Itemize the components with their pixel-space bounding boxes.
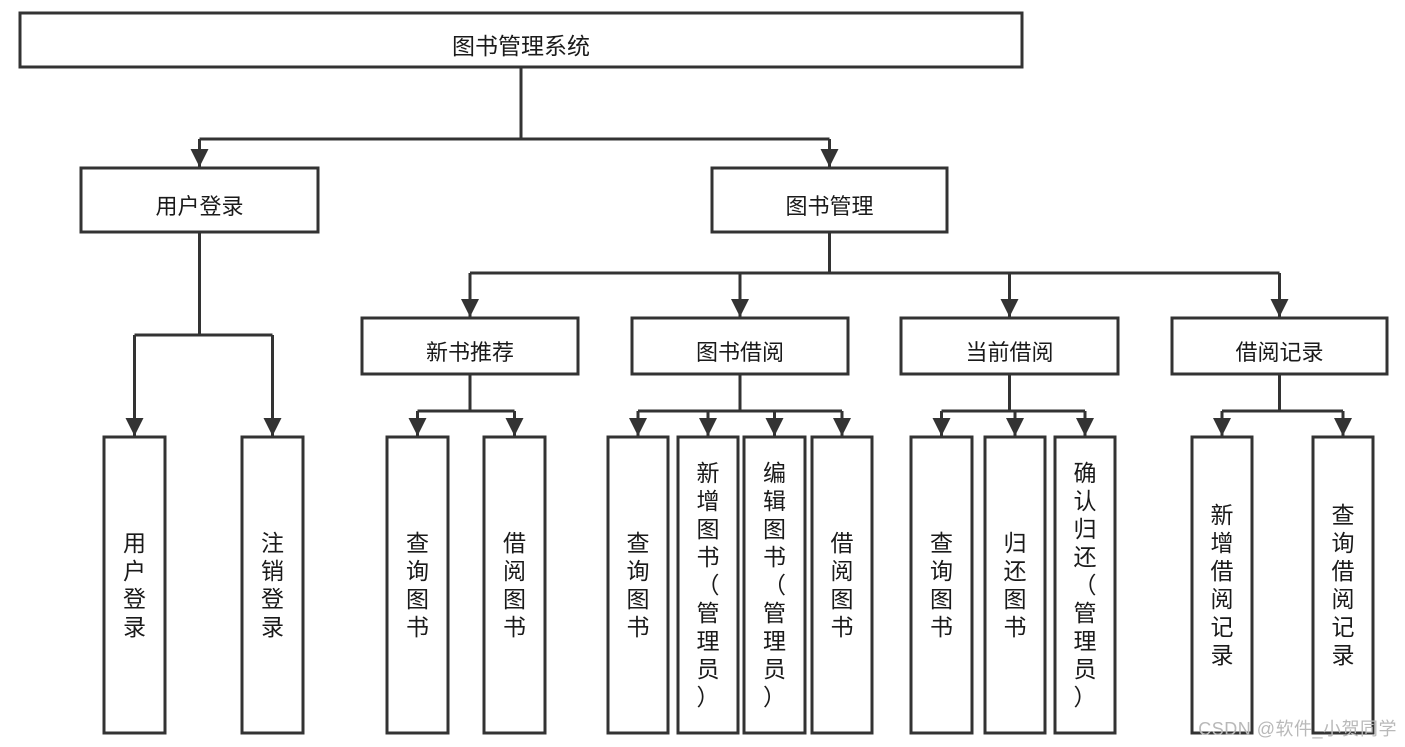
arrow-head-icon [765, 418, 784, 436]
node-leaf-query-record-box[interactable] [1311, 435, 1375, 735]
node-leaf-edit-book-box[interactable] [742, 435, 807, 735]
node-root-system-box[interactable] [18, 11, 1024, 69]
arrow-head-icon [505, 418, 524, 436]
node-leaf-add-book-label: 新增图书（管理员） [697, 460, 720, 710]
node-book-management-label: 图书管理 [785, 194, 873, 219]
node-book-management-box[interactable] [710, 166, 949, 234]
node-leaf-edit-book-label: 编辑图书（管理员） [763, 460, 786, 710]
node-leaf-query-book-2-label: 查询图书 [627, 530, 650, 640]
node-leaf-query-record-label: 查询借阅记录 [1332, 502, 1355, 668]
nodes-layer: 图书管理系统用户登录图书管理新书推荐图书借阅当前借阅借阅记录用户登录注销登录查询… [18, 11, 1389, 735]
connectors-layer [125, 67, 1352, 436]
node-leaf-confirm-return-label: 确认归还（管理员） [1074, 460, 1097, 710]
node-leaf-borrow-book-1[interactable]: 借阅图书 [482, 435, 547, 735]
node-leaf-query-book-1-box[interactable] [385, 435, 450, 735]
arrow-head-icon [190, 149, 209, 167]
arrow-head-icon [461, 299, 479, 317]
node-leaf-return-book[interactable]: 归还图书 [983, 435, 1047, 735]
node-leaf-borrow-book-1-box[interactable] [482, 435, 547, 735]
node-leaf-borrow-book-1-label: 借阅图书 [503, 530, 526, 640]
node-leaf-borrow-book-2-label: 借阅图书 [831, 530, 854, 640]
arrow-head-icon [1334, 418, 1352, 436]
node-root-system-label: 图书管理系统 [452, 33, 590, 59]
node-book-borrow[interactable]: 图书借阅 [630, 316, 850, 376]
node-leaf-user-login-label: 用户登录 [123, 530, 146, 640]
node-current-borrow[interactable]: 当前借阅 [899, 316, 1120, 376]
node-new-book-recommend[interactable]: 新书推荐 [360, 316, 580, 376]
node-current-borrow-box[interactable] [899, 316, 1120, 376]
node-leaf-borrow-book-2[interactable]: 借阅图书 [810, 435, 874, 735]
node-leaf-add-record[interactable]: 新增借阅记录 [1190, 435, 1254, 735]
arrow-head-icon [820, 149, 839, 167]
node-leaf-add-book-box[interactable] [676, 435, 740, 735]
arrow-head-icon [1000, 299, 1019, 317]
node-user-login[interactable]: 用户登录 [79, 166, 320, 234]
node-leaf-user-login[interactable]: 用户登录 [102, 435, 167, 735]
node-borrow-record-label: 借阅记录 [1235, 340, 1323, 365]
arrow-head-icon [1006, 418, 1024, 436]
node-leaf-query-book-3-box[interactable] [909, 435, 974, 735]
node-leaf-query-book-2-box[interactable] [606, 435, 670, 735]
arrow-head-icon [263, 418, 282, 436]
node-current-borrow-label: 当前借阅 [965, 340, 1053, 365]
node-leaf-add-record-box[interactable] [1190, 435, 1254, 735]
arrow-head-icon [731, 299, 749, 317]
node-book-management[interactable]: 图书管理 [710, 166, 949, 234]
node-new-book-recommend-label: 新书推荐 [426, 340, 514, 365]
node-leaf-user-login-box[interactable] [102, 435, 167, 735]
node-root-system[interactable]: 图书管理系统 [18, 11, 1024, 69]
node-leaf-return-book-box[interactable] [983, 435, 1047, 735]
node-leaf-confirm-return[interactable]: 确认归还（管理员） [1053, 435, 1117, 735]
node-leaf-user-logout-box[interactable] [240, 435, 305, 735]
node-user-login-box[interactable] [79, 166, 320, 234]
node-leaf-user-logout[interactable]: 注销登录 [240, 435, 305, 735]
arrow-head-icon [1076, 418, 1094, 436]
node-new-book-recommend-box[interactable] [360, 316, 580, 376]
arrow-head-icon [932, 418, 951, 436]
arrow-head-icon [408, 418, 427, 436]
arrow-head-icon [629, 418, 647, 436]
node-leaf-user-logout-label: 注销登录 [261, 530, 284, 640]
node-borrow-record-box[interactable] [1170, 316, 1389, 376]
node-leaf-query-book-1[interactable]: 查询图书 [385, 435, 450, 735]
node-leaf-confirm-return-box[interactable] [1053, 435, 1117, 735]
node-leaf-return-book-label: 归还图书 [1004, 530, 1027, 640]
arrow-head-icon [1213, 418, 1231, 436]
node-borrow-record[interactable]: 借阅记录 [1170, 316, 1389, 376]
node-leaf-query-book-2[interactable]: 查询图书 [606, 435, 670, 735]
node-leaf-query-book-3[interactable]: 查询图书 [909, 435, 974, 735]
node-book-borrow-box[interactable] [630, 316, 850, 376]
node-leaf-borrow-book-2-box[interactable] [810, 435, 874, 735]
arrow-head-icon [1270, 299, 1289, 317]
arrow-head-icon [699, 418, 717, 436]
node-leaf-edit-book[interactable]: 编辑图书（管理员） [742, 435, 807, 735]
node-leaf-add-record-label: 新增借阅记录 [1211, 502, 1234, 668]
node-leaf-query-book-3-label: 查询图书 [930, 530, 953, 640]
node-book-borrow-label: 图书借阅 [696, 340, 784, 365]
node-leaf-query-book-1-label: 查询图书 [406, 530, 429, 640]
node-leaf-query-record[interactable]: 查询借阅记录 [1311, 435, 1375, 735]
node-leaf-add-book[interactable]: 新增图书（管理员） [676, 435, 740, 735]
node-user-login-label: 用户登录 [155, 194, 243, 219]
arrow-head-icon [833, 418, 851, 436]
arrow-head-icon [125, 418, 144, 436]
